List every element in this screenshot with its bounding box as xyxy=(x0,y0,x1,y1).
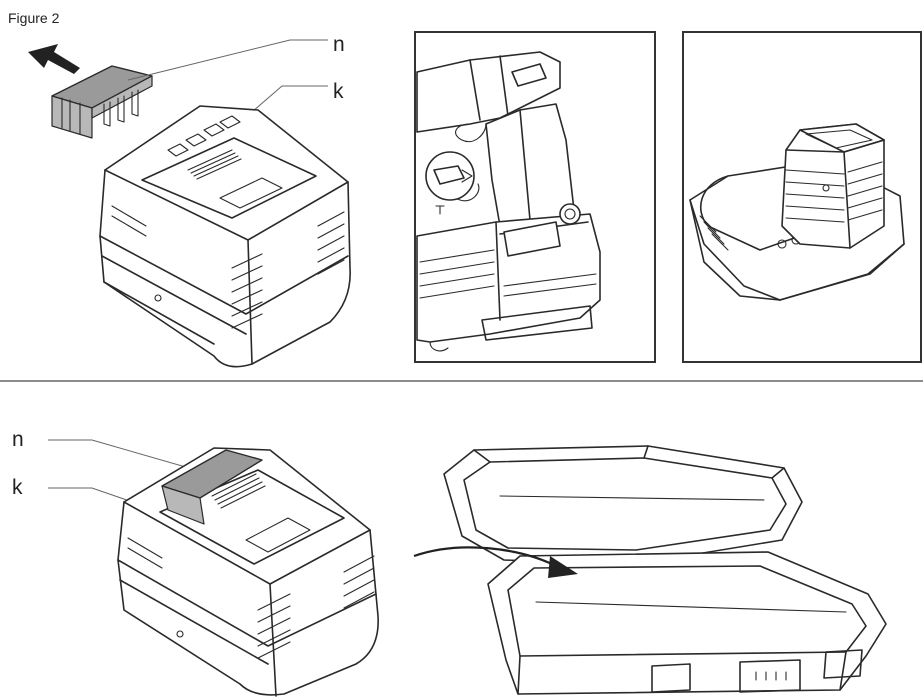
terminal-cover-icon xyxy=(161,449,266,525)
panel-carry-case xyxy=(413,445,887,695)
panel-charger xyxy=(682,31,922,363)
battery-pack-icon xyxy=(99,105,351,368)
panel-drill-battery-insert xyxy=(414,31,656,363)
battery-pack-icon xyxy=(117,447,379,697)
drill-icon xyxy=(416,51,601,352)
label-n-bottom: n xyxy=(12,428,24,451)
leader-n-top xyxy=(127,39,328,81)
label-k-bottom: k xyxy=(12,476,23,499)
panel-battery-cover-installed xyxy=(48,439,379,697)
label-n-top: n xyxy=(333,33,345,56)
panel-frame-charger xyxy=(682,31,922,363)
leader-n-bottom xyxy=(48,439,211,475)
panel-frame-drill xyxy=(414,31,656,363)
figure-title: Figure 2 xyxy=(8,10,60,26)
battery-on-charger-icon xyxy=(781,123,885,249)
removal-arrow-icon xyxy=(28,44,80,74)
label-k-top: k xyxy=(333,80,344,103)
carry-case-icon xyxy=(443,445,887,695)
panel-battery-cover-removal xyxy=(28,39,351,368)
terminal-cover-icon xyxy=(51,65,153,139)
insert-arrow-icon xyxy=(413,546,578,578)
